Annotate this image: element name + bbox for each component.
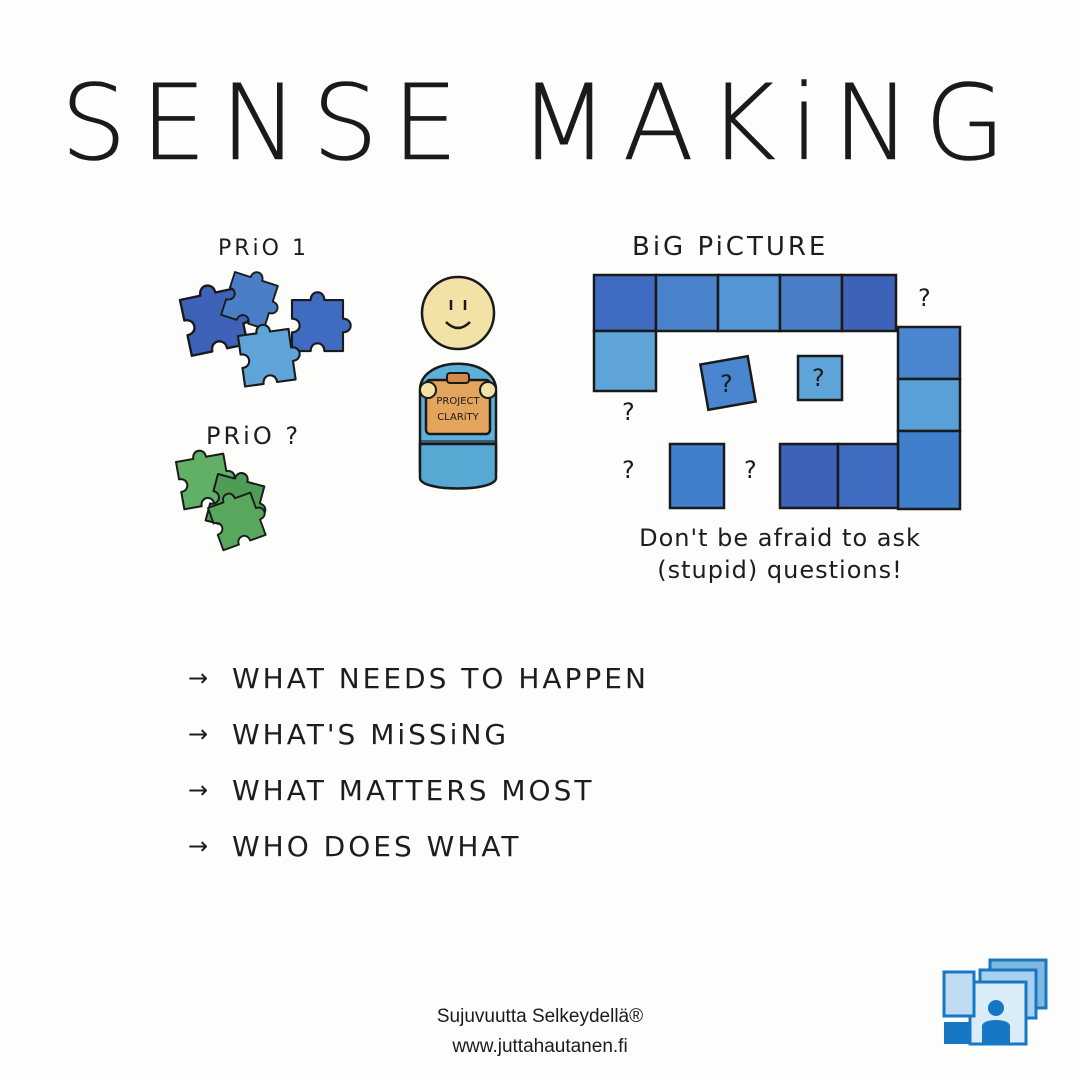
note-line-2: (stupid) questions! (657, 556, 903, 584)
list-item: → WHO DOES WHAT (188, 818, 649, 874)
clipboard-line2: CLARiTY (437, 412, 479, 423)
arrow-icon: → (188, 664, 212, 692)
list-item: → WHAT'S MiSSiNG (188, 706, 649, 762)
list-item-text: WHAT NEEDS TO HAPPEN (232, 661, 649, 695)
svg-text:?: ? (812, 364, 825, 392)
prio1-label: PRiO 1 (218, 236, 309, 261)
clipboard-line1: PROJECT (436, 396, 480, 407)
note-line-1: Don't be afraid to ask (639, 524, 921, 552)
arrow-icon: → (188, 832, 212, 860)
list-item: → WHAT MATTERS MOST (188, 762, 649, 818)
list-item: → WHAT NEEDS TO HAPPEN (188, 650, 649, 706)
list-item-text: WHAT MATTERS MOST (232, 773, 595, 807)
svg-text:?: ? (622, 398, 635, 426)
brand-logo-icon (942, 958, 1048, 1046)
prio-unknown-label: PRiO ? (206, 422, 302, 450)
question-marks: ? ? ? ? ? ? (622, 284, 931, 484)
footer-url[interactable]: www.juttahautanen.fi (452, 1036, 628, 1057)
page-title: SENSE MAKiNG (60, 62, 1020, 185)
big-picture-puzzle (592, 273, 962, 511)
svg-text:?: ? (622, 456, 635, 484)
list-item-text: WHAT'S MiSSiNG (232, 717, 510, 751)
svg-text:?: ? (720, 370, 733, 398)
footer-brand: Sujuvuutta Selkeydellä® (436, 1006, 644, 1027)
person-figure: PROJECT CLARiTY (418, 275, 498, 490)
arrow-icon: → (188, 720, 212, 748)
prio1-puzzle-pieces (177, 264, 352, 388)
arrow-icon: → (188, 776, 212, 804)
prio-unknown-puzzle-pieces (173, 444, 275, 552)
svg-text:?: ? (744, 456, 757, 484)
svg-text:?: ? (918, 284, 931, 312)
list-item-text: WHO DOES WHAT (232, 829, 522, 863)
sense-making-list: → WHAT NEEDS TO HAPPEN → WHAT'S MiSSiNG … (188, 650, 649, 874)
questions-note: Don't be afraid to ask (stupid) question… (600, 522, 960, 586)
footer: Sujuvuutta Selkeydellä® www.juttahautane… (340, 1002, 740, 1062)
big-picture-label: BiG PiCTURE (632, 232, 829, 262)
